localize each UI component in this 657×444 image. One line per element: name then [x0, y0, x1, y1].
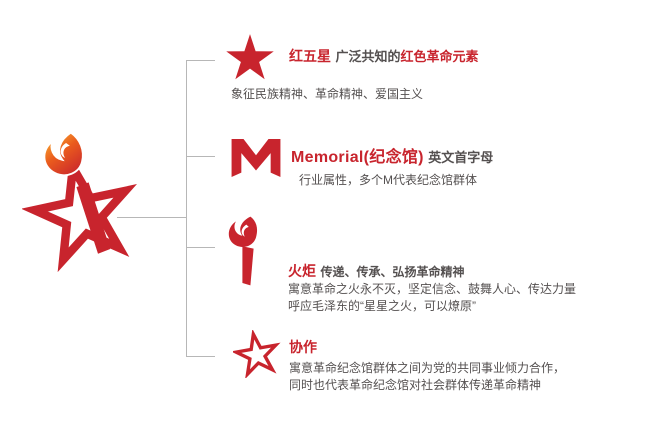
memorial-plain: 英文首字母: [428, 150, 494, 165]
connector-trunk: [186, 60, 187, 357]
connector-logo-stub: [117, 217, 186, 218]
star-plain: 广泛共知的: [335, 49, 401, 64]
connector-branch-memorial: [186, 156, 215, 157]
connector-branch-torch: [186, 247, 215, 248]
torch-subtitle: 传递、传承、弘扬革命精神: [320, 265, 465, 279]
memorial-torch-star-logo: [22, 126, 144, 281]
memorial-title-line: Memorial(纪念馆) 英文首字母: [291, 143, 493, 167]
memorial-title: Memorial(纪念馆): [291, 149, 424, 166]
collab-desc-1: 寓意革命纪念馆群体之间为党的共同事业倾力合作，: [289, 361, 566, 375]
logo-graphic: [22, 131, 137, 273]
collab-desc-2: 同时也代表革命纪念馆对社会群体传递革命精神: [289, 378, 542, 392]
torch-desc-2: 呼应毛泽东的“星星之火，可以燎原”: [288, 299, 476, 313]
collab-title-line: 协作: [289, 337, 317, 357]
star-highlight: 红色革命元素: [400, 49, 479, 64]
star-desc: 象征民族精神、革命精神、爱国主义: [231, 87, 424, 101]
connector-branch-collab: [186, 356, 215, 357]
torch-desc-1: 寓意革命之火永不灭，坚定信念、鼓舞人心、传达力量: [288, 282, 577, 296]
solid-red-star-icon: [224, 32, 276, 84]
torch-title-line: 火炬 传递、传承、弘扬革命精神: [288, 261, 464, 281]
star-title-line: 红五星 广泛共知的红色革命元素: [289, 46, 478, 66]
letter-m-icon: [228, 139, 284, 177]
memorial-desc: 行业属性，多个M代表纪念馆群体: [299, 173, 477, 187]
outline-star-icon: [233, 330, 281, 378]
star-title: 红五星: [289, 48, 331, 64]
connector-branch-star: [186, 60, 215, 61]
collab-title: 协作: [289, 339, 317, 355]
torch-icon: [220, 211, 268, 291]
torch-title: 火炬: [288, 263, 316, 279]
